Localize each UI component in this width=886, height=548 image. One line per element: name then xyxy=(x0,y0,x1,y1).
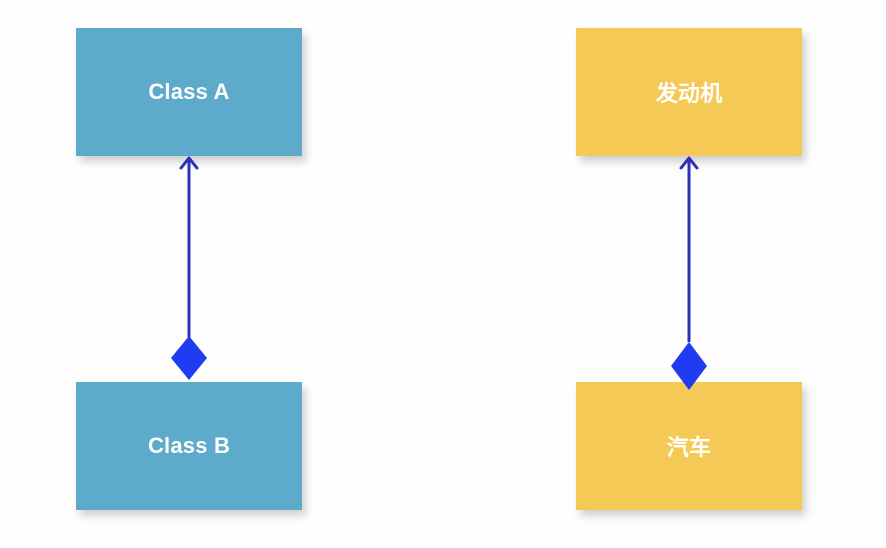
class-a-label: Class A xyxy=(148,79,230,104)
class-b-box: Class B xyxy=(76,382,302,510)
engine-label: 发动机 xyxy=(655,81,723,106)
left-arrowhead-icon xyxy=(179,156,199,170)
right-arrowhead-icon xyxy=(679,156,699,170)
class-a-box: Class A xyxy=(76,28,302,156)
car-label: 汽车 xyxy=(666,435,712,460)
left-composition-diamond-icon xyxy=(171,336,207,380)
car-box: 汽车 xyxy=(576,382,802,510)
engine-box: 发动机 xyxy=(576,28,802,156)
right-composition-connector xyxy=(671,156,707,390)
class-b-label: Class B xyxy=(147,433,231,458)
left-composition-connector xyxy=(171,156,207,380)
